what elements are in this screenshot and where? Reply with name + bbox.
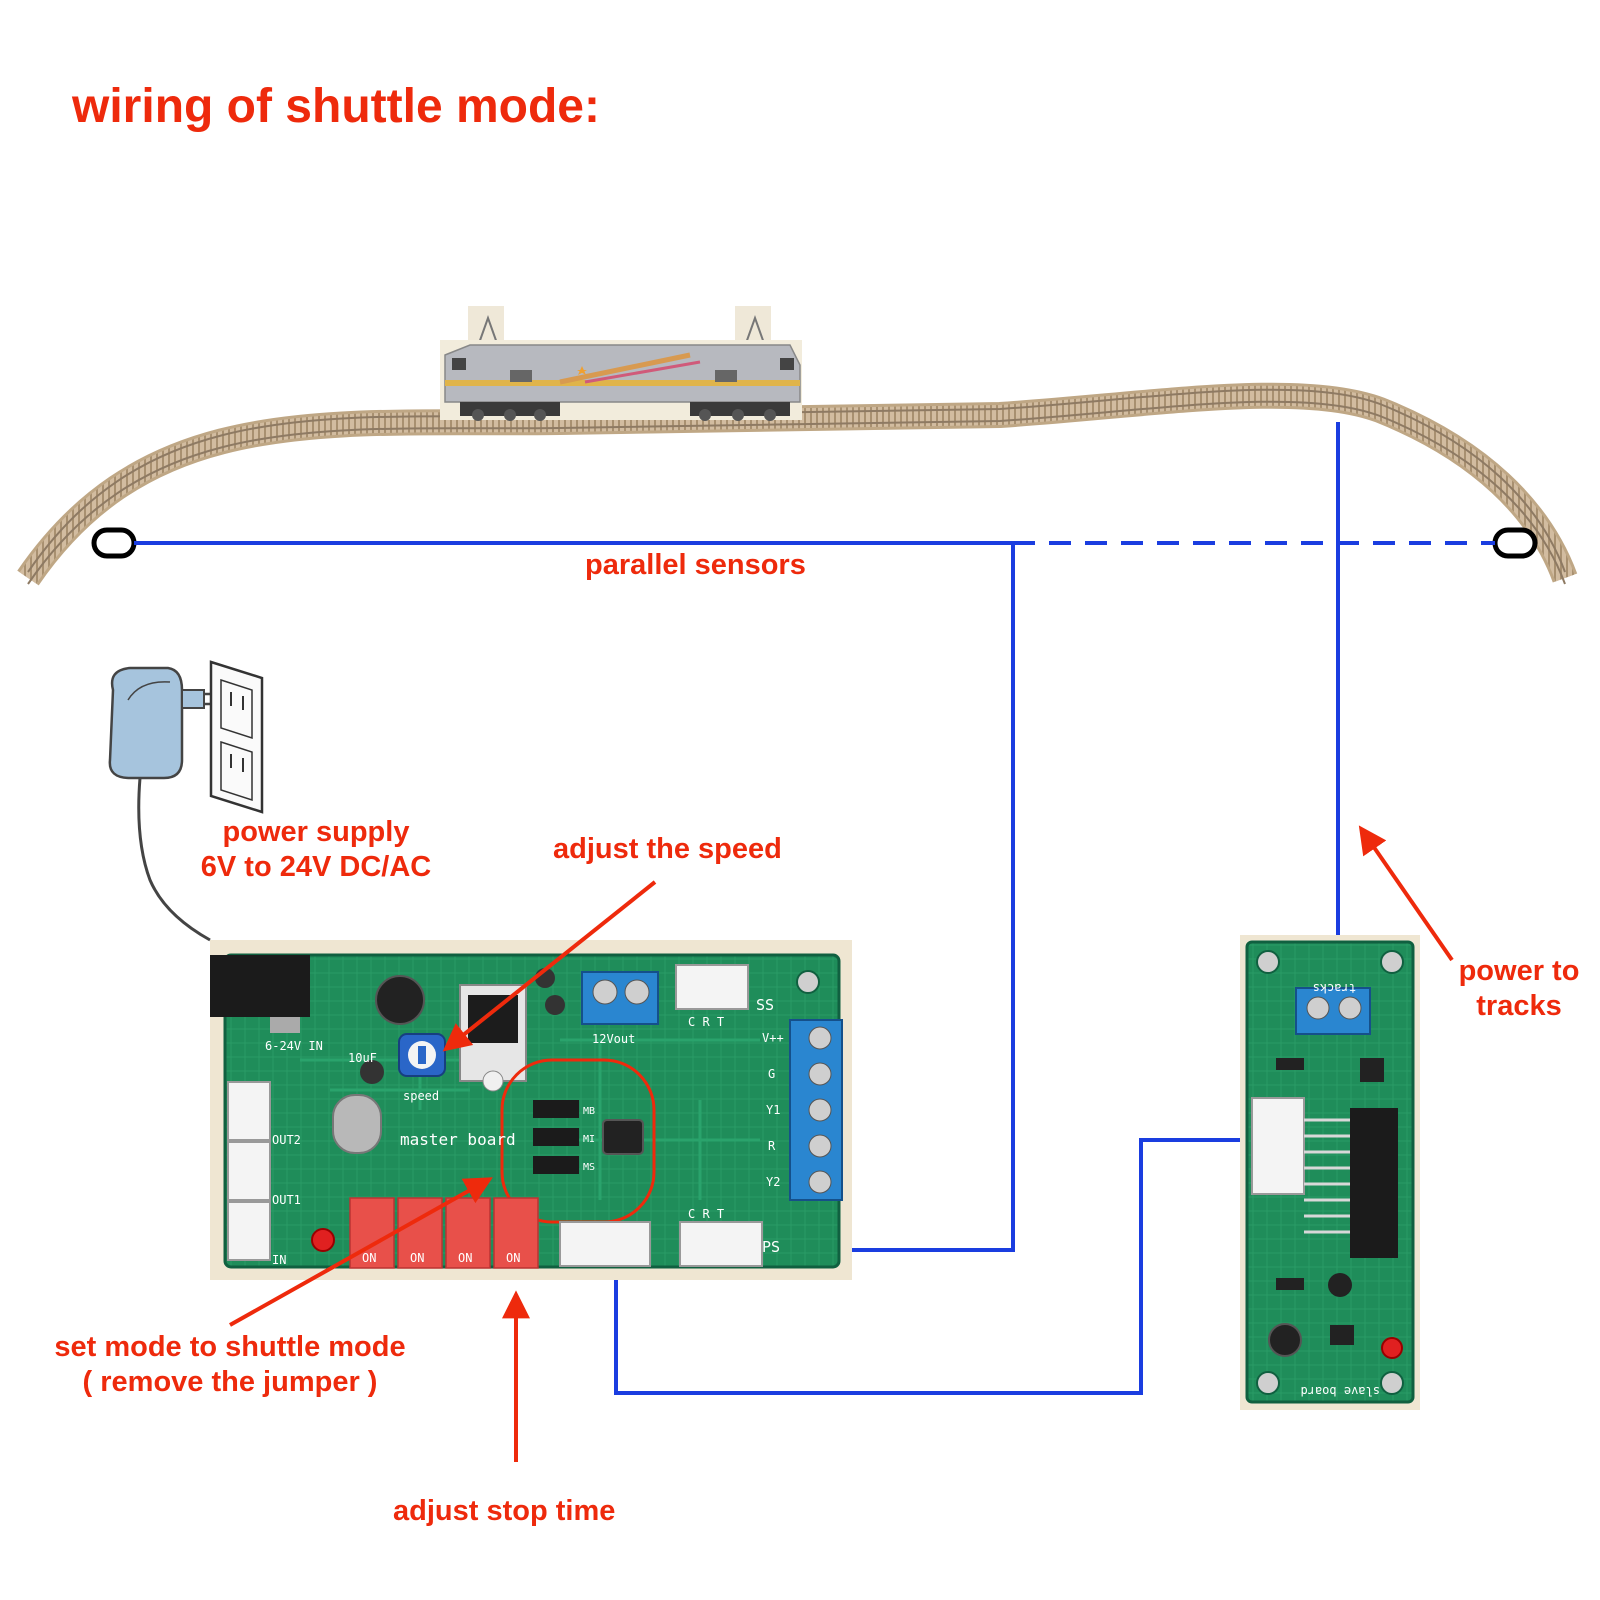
parallel-sensors-label: parallel sensors (585, 549, 806, 581)
sensor-wire (134, 541, 1015, 1252)
dip3-on-label: ON (458, 1251, 472, 1265)
ps-crt-label: C R T (688, 1207, 724, 1221)
annotation-arrows (229, 825, 1454, 1462)
speed-label: speed (403, 1089, 439, 1103)
dc-jack (210, 955, 310, 1017)
dip1-on-label: ON (362, 1251, 376, 1265)
removed-jumper (602, 1119, 644, 1155)
out2-connector (227, 1081, 271, 1141)
master-board (210, 940, 852, 1280)
diagram-title: wiring of shuttle mode: (72, 80, 600, 133)
dip2-on-label: ON (410, 1251, 424, 1265)
adjust-speed-label: adjust the speed (553, 833, 782, 865)
jumper-mi-label: MI (583, 1134, 595, 1145)
wall-outlet-icon (209, 660, 264, 814)
dip-switches (349, 1197, 539, 1269)
vout-label: 12Vout (592, 1032, 635, 1046)
wires (134, 422, 1495, 1395)
terminal-y1-label: Y1 (766, 1103, 780, 1117)
power-supply-line2: 6V to 24V DC/AC (200, 850, 432, 883)
jumper-mb-label: MB (583, 1106, 595, 1117)
mode-arrow (229, 1177, 493, 1327)
power-adapter-icon (108, 666, 218, 942)
power-supply-label: power supply 6V to 24V DC/AC (186, 815, 446, 885)
out2-label: OUT2 (272, 1133, 301, 1147)
sensor-left-icon (91, 527, 137, 559)
slave-led (1381, 1337, 1403, 1359)
jumper-ms-label: MS (583, 1162, 595, 1173)
model-railway-track (17, 382, 1578, 586)
slave-board (1240, 935, 1420, 1410)
sensor-right-icon (1492, 527, 1538, 559)
terminal-r-label: R (768, 1139, 776, 1153)
master-board-label: master board (400, 1130, 516, 1149)
ps-connector (679, 1221, 763, 1267)
set-mode-line1: set mode to shuttle mode (54, 1331, 406, 1363)
tracks-board-label: tracks (1313, 981, 1356, 995)
ss-label: SS (756, 996, 774, 1014)
terminal-g-label: G (768, 1067, 775, 1081)
board-link-connector (559, 1221, 651, 1267)
set-mode-line2: ( remove the jumper ) (82, 1365, 378, 1398)
in-connector (227, 1201, 271, 1261)
dip4-on-label: ON (506, 1251, 520, 1265)
set-mode-label: set mode to shuttle mode ( remove the ju… (30, 1330, 430, 1400)
crystal (332, 1094, 382, 1154)
out1-label: OUT1 (272, 1193, 301, 1207)
power-to-tracks-line1: power to (1458, 955, 1580, 987)
ss-crt-label: C R T (688, 1015, 724, 1029)
cap-label: 10uF (348, 1051, 377, 1065)
ps-label: PS (762, 1238, 780, 1256)
track-power-arrow (1358, 825, 1454, 962)
motor-driver-chip (1350, 1108, 1398, 1258)
speed-arrow (442, 880, 657, 1052)
power-supply-line1: power supply (222, 816, 410, 848)
input-label: 6-24V IN (265, 1039, 323, 1053)
adjust-stop-time-label: adjust stop time (393, 1495, 616, 1527)
slave-board-label: slave board (1301, 1384, 1380, 1398)
jumper-headers (533, 1100, 644, 1174)
locomotive (440, 306, 802, 421)
out1-connector (227, 1141, 271, 1201)
power-to-tracks-label: power to tracks (1444, 954, 1594, 1024)
slave-input-connector (1251, 1097, 1305, 1195)
ss-connector (675, 964, 749, 1010)
terminal-y2-label: Y2 (766, 1175, 780, 1189)
in-label: IN (272, 1253, 286, 1267)
terminal-vpp-label: V++ (762, 1031, 784, 1045)
led (311, 1228, 335, 1252)
capacitor (375, 975, 425, 1025)
power-to-tracks-line2: tracks (1476, 989, 1562, 1022)
board-link-wire (614, 1138, 1290, 1395)
